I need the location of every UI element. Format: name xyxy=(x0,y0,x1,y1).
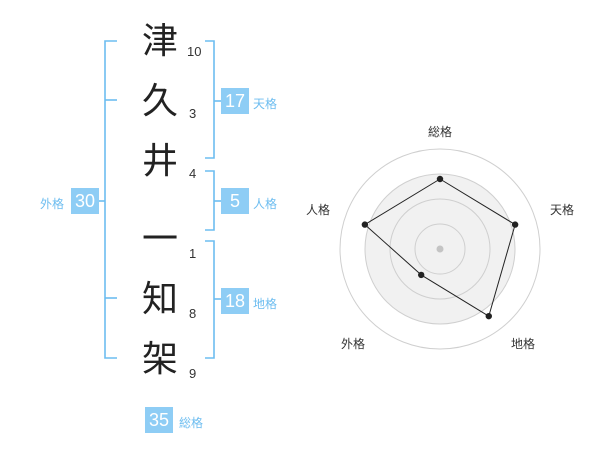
stroke-count-2: 3 xyxy=(189,106,197,121)
jin-kaku-label: 人格 xyxy=(253,197,278,211)
radar-axis-label-sou: 総格 xyxy=(428,125,453,139)
gai-kaku-value: 30 xyxy=(71,188,99,214)
jin-kaku-value: 5 xyxy=(221,188,249,214)
radar-axis-label-jin: 人格 xyxy=(306,203,331,217)
gai-bracket xyxy=(104,40,117,359)
ten-kaku-value: 17 xyxy=(221,88,249,114)
radar-center-dot xyxy=(436,245,444,253)
radar-edge-5 xyxy=(364,178,441,226)
gai-kaku-label: 外格 xyxy=(40,197,65,211)
sou-kaku-value: 35 xyxy=(145,407,173,433)
radar-point-4 xyxy=(417,271,425,279)
name-char-4: 一 xyxy=(141,219,178,260)
stroke-count-1: 10 xyxy=(187,44,202,59)
ten-bracket xyxy=(205,40,215,159)
radar-ring-2 xyxy=(389,198,491,300)
radar-edge-3 xyxy=(420,274,490,317)
radar-edge-4 xyxy=(364,224,422,276)
radar-edge-1 xyxy=(439,178,516,226)
stroke-count-4: 1 xyxy=(189,246,197,261)
radar-axis-label-gai: 外格 xyxy=(341,337,366,351)
stroke-count-5: 8 xyxy=(189,306,197,321)
radar-point-2 xyxy=(511,221,519,228)
chi-kaku-value: 18 xyxy=(221,288,249,314)
sou-kaku-label: 総格 xyxy=(179,416,204,430)
name-char-2: 久 xyxy=(141,81,178,122)
stroke-count-6: 9 xyxy=(189,366,197,381)
radar-edge-2 xyxy=(488,224,516,317)
chi-kaku-label: 地格 xyxy=(253,297,278,311)
radar-point-5 xyxy=(361,221,369,228)
radar-point-1 xyxy=(436,175,444,183)
stroke-count-3: 4 xyxy=(189,166,197,181)
name-char-5: 知 xyxy=(141,279,178,320)
name-char-3: 井 xyxy=(141,141,178,182)
radar-ring-1 xyxy=(414,223,466,275)
radar-axis-label-chi: 地格 xyxy=(511,337,536,351)
radar-axis-label-ten: 天格 xyxy=(550,203,575,217)
ten-kaku-label: 天格 xyxy=(253,97,278,111)
radar-ring-4 xyxy=(339,148,541,350)
name-char-1: 津 xyxy=(141,21,178,62)
radar-point-3 xyxy=(485,312,492,320)
radar-ring-3 xyxy=(364,173,516,325)
name-char-6: 架 xyxy=(141,339,178,380)
